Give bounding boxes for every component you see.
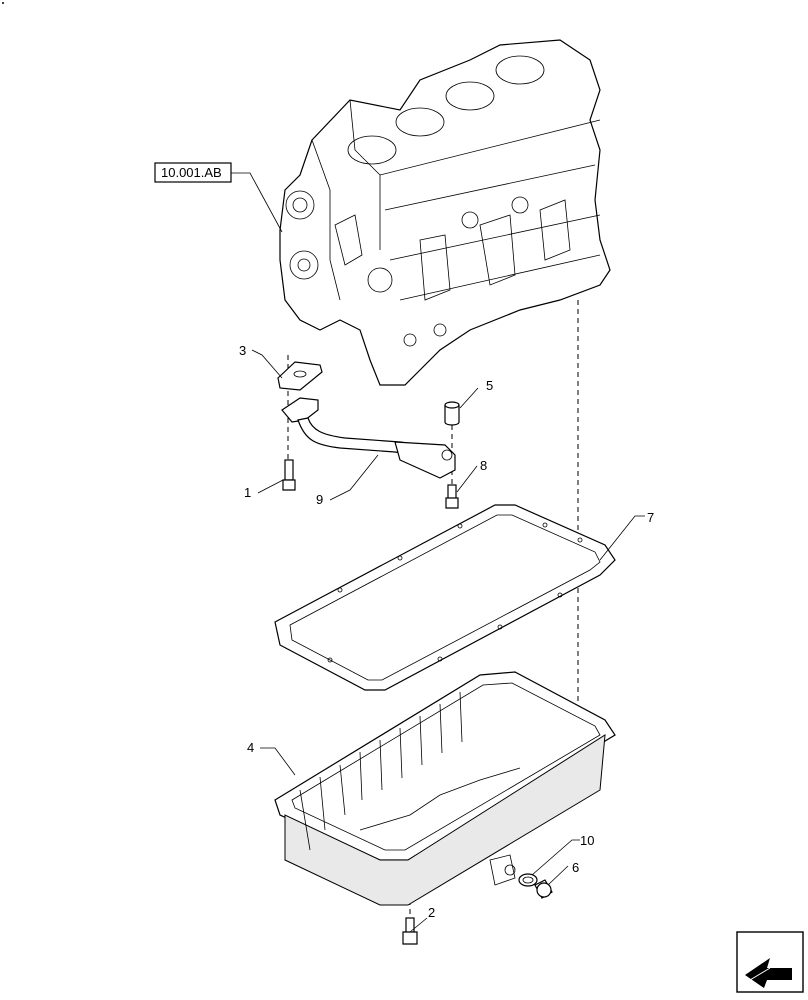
reference-label: 10.001.AB xyxy=(161,165,222,180)
gasket-plate xyxy=(277,361,323,391)
callout-5[interactable]: 5 xyxy=(486,378,493,393)
callout-1[interactable]: 1 xyxy=(244,485,251,500)
callout-2[interactable]: 2 xyxy=(428,905,435,920)
callout-9[interactable]: 9 xyxy=(316,492,323,507)
leader-lines xyxy=(251,349,645,933)
bolt xyxy=(402,917,418,945)
callout-3[interactable]: 3 xyxy=(239,343,246,358)
callout-6[interactable]: 6 xyxy=(572,860,579,875)
engine-block xyxy=(279,39,611,386)
corner-mark xyxy=(2,2,4,4)
callout-7[interactable]: 7 xyxy=(647,510,654,525)
oil-pan-gasket xyxy=(274,504,616,691)
drain-plug xyxy=(534,879,553,899)
oil-suction-pipe xyxy=(281,397,456,479)
callout-labels: 1 2 3 4 5 6 7 8 9 10 xyxy=(239,343,654,920)
callout-8[interactable]: 8 xyxy=(480,458,487,473)
reference-box[interactable]: 10.001.AB xyxy=(154,162,283,233)
spacer xyxy=(444,401,460,426)
bolt xyxy=(282,459,296,491)
oil-pan xyxy=(274,671,616,906)
callout-10[interactable]: 10 xyxy=(580,833,594,848)
arrow-navigation-icon[interactable] xyxy=(736,931,804,993)
o-ring xyxy=(518,873,538,887)
callout-4[interactable]: 4 xyxy=(247,740,254,755)
bolt xyxy=(445,484,459,509)
